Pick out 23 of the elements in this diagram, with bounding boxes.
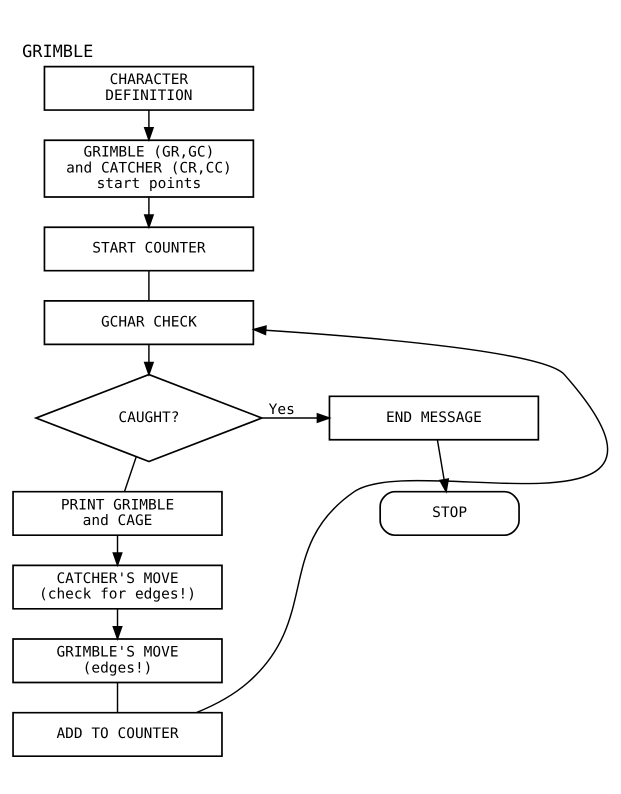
arrow	[144, 196, 154, 229]
connector	[148, 270, 150, 300]
node-box: GRIMBLE'S MOVE (edges!)	[12, 638, 223, 683]
node-box: START COUNTER	[44, 226, 254, 272]
node-box: STOP	[379, 490, 520, 536]
node-box: CHARACTER DEFINITION	[44, 65, 254, 110]
arrow	[196, 324, 607, 713]
edge-label: Yes	[268, 401, 295, 418]
arrow	[112, 608, 123, 640]
node-box: GCHAR CHECK	[44, 300, 254, 345]
arrow	[262, 412, 332, 423]
node-box: CATCHER'S MOVE (check for edges!)	[12, 564, 223, 610]
node-diamond: CAUGHT?	[34, 373, 264, 462]
connector	[116, 682, 118, 712]
arrow	[144, 344, 154, 376]
diagram-title: GRIMBLE	[22, 40, 94, 61]
node-box: GRIMBLE (GR,GC) and CATCHER (CR,CC) start points	[44, 138, 254, 198]
node-box: PRINT GRIMBLE and CAGE	[12, 490, 223, 536]
arrow	[112, 534, 123, 567]
node-box: END MESSAGE	[328, 394, 540, 440]
connector	[124, 456, 137, 491]
arrow	[144, 110, 154, 142]
node-box: ADD TO COUNTER	[12, 711, 223, 757]
